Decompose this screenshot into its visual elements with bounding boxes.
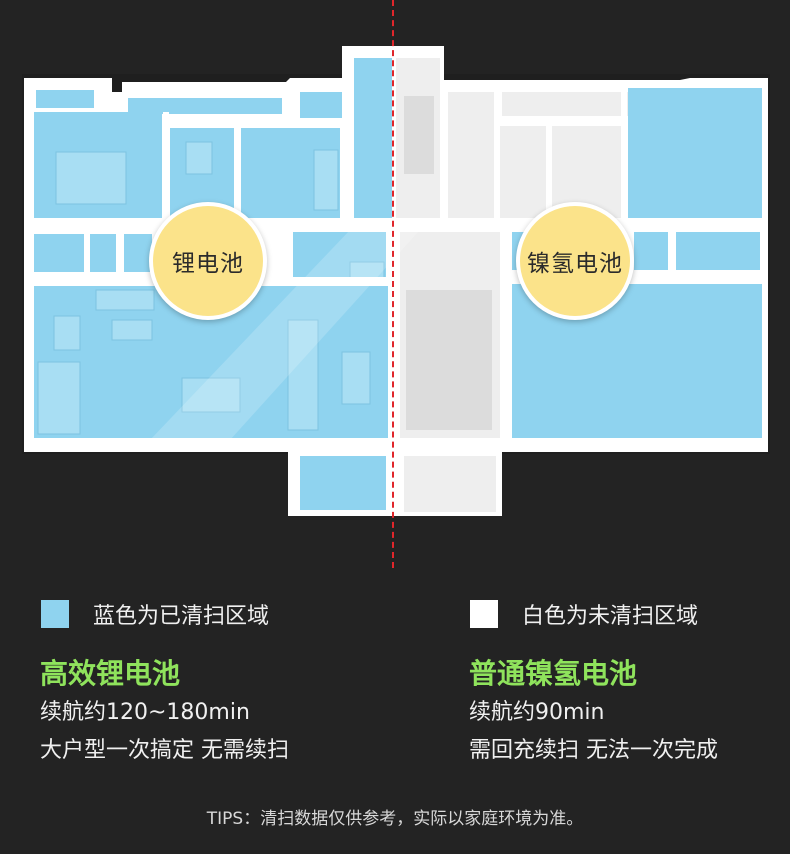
nimh-runtime: 续航约90min [469,700,605,725]
cleaned-label: 蓝色为已清扫区域 [93,604,270,629]
uncleaned-label: 白色为未清扫区域 [522,604,699,629]
lithium-desc: 大户型一次搞定 无需续扫 [40,738,289,763]
legend-uncleaned: 白色为未清扫区域 [470,598,698,630]
cleaned-swatch [41,600,69,628]
legend-cleaned: 蓝色为已清扫区域 [41,598,269,630]
lithium-badge: 锂电池 [149,202,267,320]
lithium-title: 高效锂电池 [40,657,181,690]
nimh-badge: 镍氢电池 [516,202,634,320]
uncleaned-swatch [470,600,498,628]
floorplan-illustration [22,46,770,516]
tips-note: TIPS：清扫数据仅供参考，实际以家庭环境为准。 [206,809,584,829]
lithium-column: 高效锂电池 续航约120~180min 大户型一次搞定 无需续扫 [40,655,289,769]
nimh-title: 普通镍氢电池 [469,657,638,690]
floorplan: 锂电池 镍氢电池 [22,0,770,568]
divider-line [392,0,394,568]
nimh-column: 普通镍氢电池 续航约90min 需回充续扫 无法一次完成 [469,655,718,769]
lithium-runtime: 续航约120~180min [40,700,250,725]
nimh-desc: 需回充续扫 无法一次完成 [469,738,718,763]
